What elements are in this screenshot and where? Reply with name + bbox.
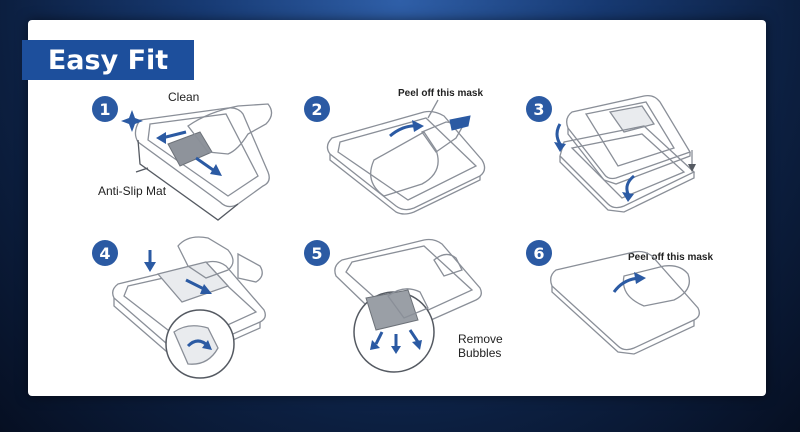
step-3: 3: [524, 92, 744, 232]
step-number-badge: 2: [304, 96, 330, 122]
step-6-illustration: [550, 250, 700, 355]
step-5-illustration: [334, 238, 482, 373]
step-3-illustration: [554, 94, 696, 213]
step-number-badge: 4: [92, 240, 118, 266]
step-number-badge: 3: [526, 96, 552, 122]
step-number-badge: 1: [92, 96, 118, 122]
step-5: 5 Remove Bubbles: [304, 236, 524, 376]
bubbles-label: Bubbles: [458, 346, 502, 360]
clean-label: Clean: [168, 90, 200, 104]
remove-label: Remove: [458, 332, 503, 346]
step-number-badge: 5: [304, 240, 330, 266]
step-2-illustration: [326, 99, 486, 215]
step-1-illustration: [121, 103, 273, 221]
anti-slip-mat-label: Anti-Slip Mat: [98, 184, 167, 198]
step-1: 1 Clean Anti-Slip Mat: [88, 90, 308, 232]
page-title: Easy Fit: [22, 40, 194, 80]
step-6: 6 Peel off this mask: [524, 236, 744, 376]
step-4: 4: [88, 236, 308, 379]
step-2: 2 Peel off this mask: [304, 88, 524, 232]
step-number-badge: 6: [526, 240, 552, 266]
peel-mask-label: Peel off this mask: [628, 252, 714, 263]
peel-mask-label: Peel off this mask: [398, 88, 484, 99]
step-4-illustration: [112, 236, 266, 379]
